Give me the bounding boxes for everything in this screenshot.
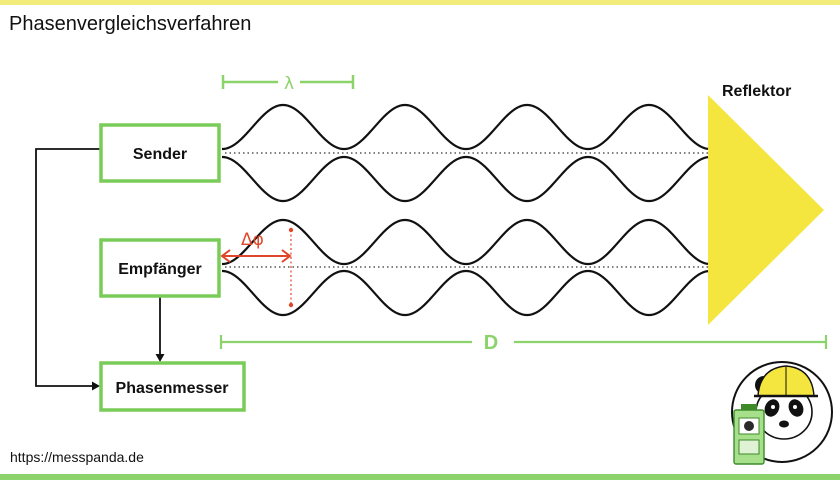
distance-label: D bbox=[484, 332, 498, 354]
returned-wave-lower bbox=[221, 269, 709, 317]
phasenmesser-box: Phasenmesser bbox=[99, 361, 246, 412]
phasenmesser-label: Phasenmesser bbox=[116, 380, 229, 397]
emitted-wave-upper bbox=[221, 103, 709, 151]
phase-difference-label: Δφ bbox=[241, 230, 264, 250]
distance-marker: D bbox=[219, 332, 828, 354]
page-title: Phasenvergleichsverfahren bbox=[9, 13, 252, 35]
website-url: https://messpanda.de bbox=[10, 449, 144, 465]
empfaenger-box: Empfänger bbox=[99, 238, 221, 298]
phase-difference-marker: Δφ bbox=[220, 227, 294, 308]
emitted-wave-lower bbox=[221, 155, 709, 203]
top-accent-strip bbox=[0, 0, 840, 5]
total-station-icon bbox=[733, 404, 765, 465]
bottom-accent-strip bbox=[0, 474, 840, 480]
empfaenger-label: Empfänger bbox=[118, 261, 202, 278]
returned-wave-upper bbox=[221, 218, 709, 266]
sender-box: Sender bbox=[99, 123, 221, 183]
wavelength-label: λ bbox=[284, 74, 294, 94]
reflector-label: Reflektor bbox=[722, 83, 791, 100]
sender-label: Sender bbox=[133, 146, 187, 163]
reflector-prism bbox=[708, 95, 824, 325]
signal-connectors bbox=[35, 148, 165, 391]
wavelength-marker: λ bbox=[221, 70, 355, 94]
